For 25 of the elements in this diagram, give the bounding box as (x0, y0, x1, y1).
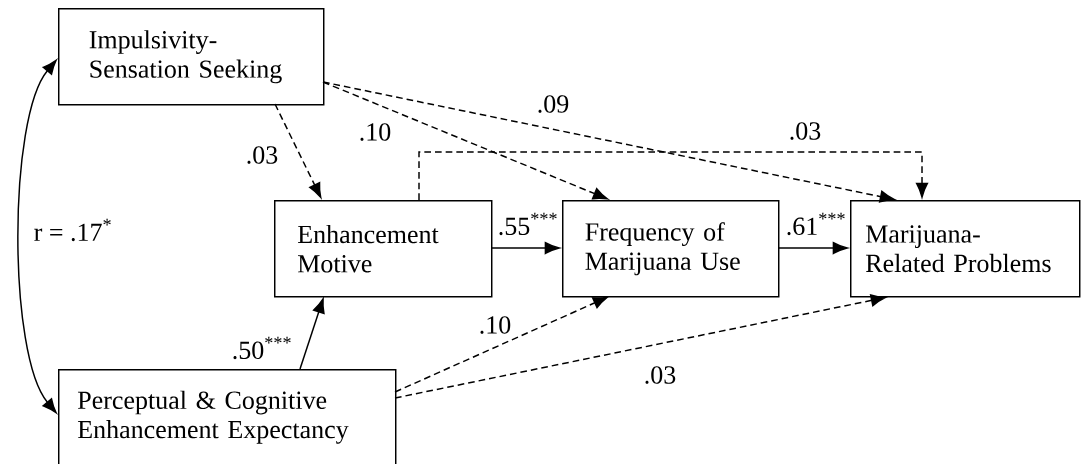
path-arrow (299, 298, 325, 370)
variable-box: Frequency of Marijuana Use (562, 200, 780, 298)
variable-box: Enhancement Motive (274, 200, 493, 298)
path-arrow (490, 241, 560, 255)
edge-label: .03 (642, 364, 678, 386)
variable-box: Marijuana- Related Problems (850, 200, 1081, 298)
edge-label: .10 (477, 314, 513, 336)
edge-label: .55$^{***}$ (496, 211, 560, 237)
double-headed-arrow (17, 59, 57, 414)
variable-box: Impulsivity- Sensation Seeking (58, 8, 325, 106)
variable-box: Perceptual & Cognitive Enhancement Expectancy (58, 369, 397, 464)
path-arrow (394, 296, 609, 393)
edge-label: r = .17$^{*}$ (32, 217, 114, 243)
edge-label: .10 (357, 121, 393, 143)
path-arrow (394, 294, 886, 399)
edge-label: .09 (535, 93, 571, 115)
edge-label: .03 (787, 120, 823, 142)
edge-label: .50$^{***}$ (230, 335, 294, 361)
path-arrow (777, 241, 848, 255)
edge-label: .03 (244, 144, 280, 166)
edge-label: .61$^{***}$ (784, 211, 848, 237)
path-arrow (418, 151, 929, 201)
path-arrow (322, 81, 895, 203)
path-arrow (274, 103, 322, 199)
path-arrow (322, 81, 608, 200)
